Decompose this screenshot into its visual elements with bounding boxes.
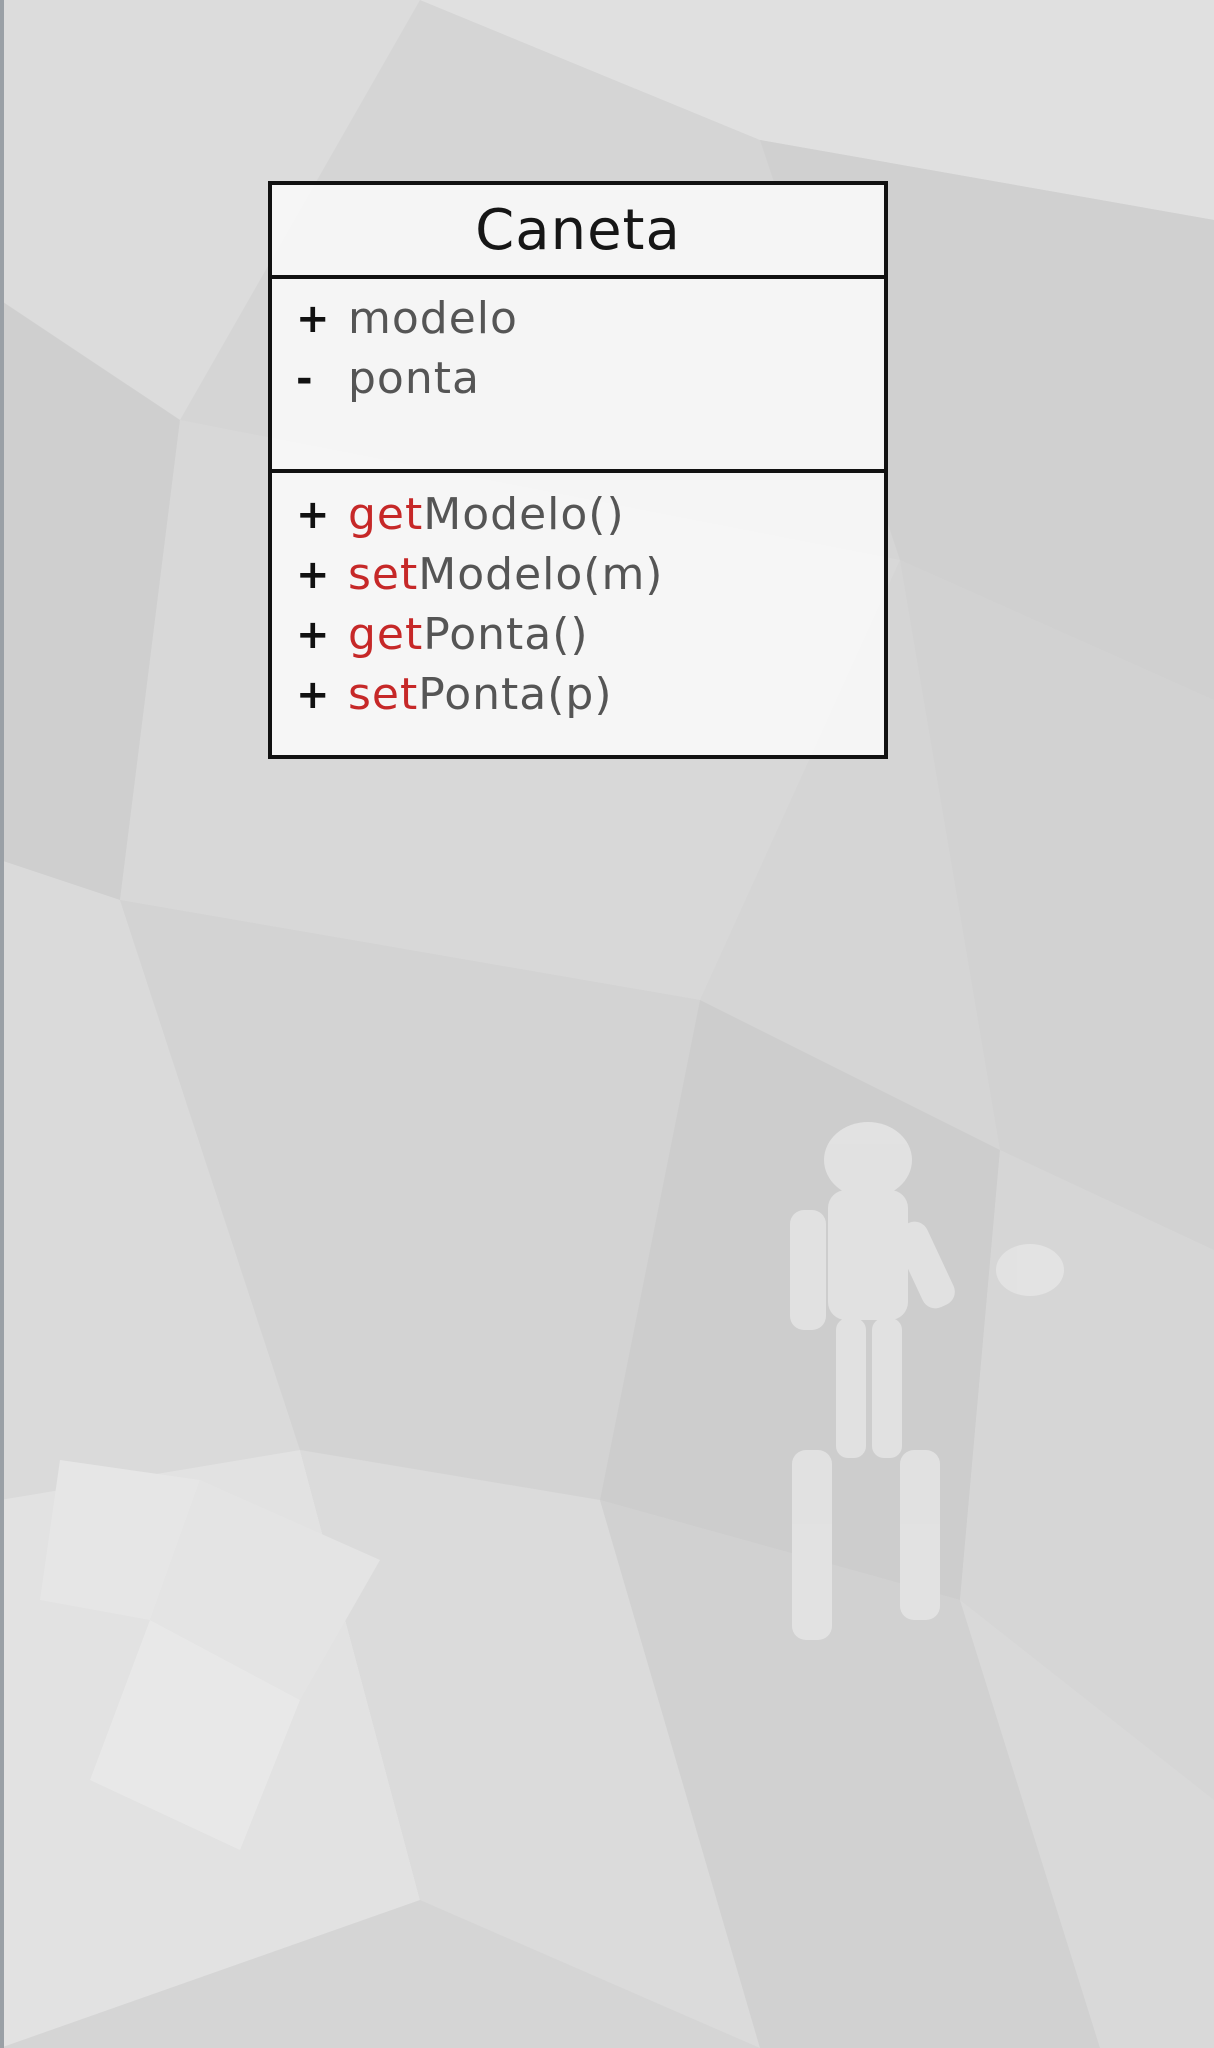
attribute-row: + modelo bbox=[296, 289, 884, 349]
visibility-marker: + bbox=[296, 672, 330, 718]
class-name: Caneta bbox=[272, 185, 884, 279]
attribute-name: ponta bbox=[348, 353, 480, 404]
attributes-section: + modelo - ponta bbox=[272, 279, 884, 473]
visibility-marker: + bbox=[296, 612, 330, 658]
method-name: Modelo() bbox=[423, 489, 625, 540]
visibility-marker: + bbox=[296, 296, 330, 342]
visibility-marker: - bbox=[296, 356, 313, 402]
method-name: Ponta() bbox=[423, 609, 589, 660]
method-prefix: set bbox=[348, 549, 419, 600]
method-name: Ponta(p) bbox=[418, 669, 613, 720]
attribute-name: modelo bbox=[348, 293, 518, 344]
method-prefix: get bbox=[348, 489, 424, 540]
method-prefix: set bbox=[348, 669, 419, 720]
visibility-marker: + bbox=[296, 552, 330, 598]
visibility-marker: + bbox=[296, 492, 330, 538]
method-prefix: get bbox=[348, 609, 424, 660]
attribute-row: - ponta bbox=[296, 349, 884, 409]
method-name: Modelo(m) bbox=[418, 549, 664, 600]
